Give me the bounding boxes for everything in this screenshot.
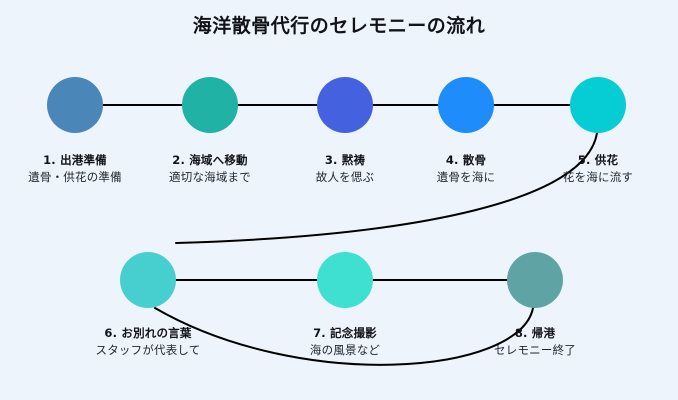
node-label-group-6: 6. お別れの言葉スタッフが代表して xyxy=(95,326,201,357)
node-desc-4: 遺骨を海に xyxy=(436,169,496,184)
node-label-group-4: 4. 散骨遺骨を海に xyxy=(436,153,496,184)
node-title-5: 5. 供花 xyxy=(577,153,619,167)
node-label-group-5: 5. 供花花を海に流す xyxy=(562,153,634,184)
node-title-1: 1. 出港準備 xyxy=(43,153,107,167)
flow-node-3[interactable] xyxy=(317,77,373,133)
flow-node-5[interactable] xyxy=(570,77,626,133)
node-label-group-1: 1. 出港準備遺骨・供花の準備 xyxy=(28,153,122,184)
node-title-2: 2. 海域へ移動 xyxy=(172,153,248,167)
flow-node-4[interactable] xyxy=(438,77,494,133)
node-title-8: 8. 帰港 xyxy=(514,326,556,340)
node-title-6: 6. お別れの言葉 xyxy=(104,326,192,340)
flow-node-2[interactable] xyxy=(182,77,238,133)
node-label-group-3: 3. 黙祷故人を偲ぶ xyxy=(315,153,375,184)
page-title: 海洋散骨代行のセレモニーの流れ xyxy=(192,15,486,37)
node-desc-6: スタッフが代表して xyxy=(95,342,201,357)
connector-5-to-6 xyxy=(175,132,598,244)
flow-node-6[interactable] xyxy=(120,252,176,308)
node-title-3: 3. 黙祷 xyxy=(324,153,366,167)
node-label-group-7: 7. 記念撮影海の風景など xyxy=(309,326,381,357)
flow-node-7[interactable] xyxy=(317,252,373,308)
node-desc-7: 海の風景など xyxy=(309,342,381,357)
node-desc-8: セレモニー終了 xyxy=(494,342,576,357)
flow-node-1[interactable] xyxy=(47,77,103,133)
node-desc-5: 花を海に流す xyxy=(562,169,634,184)
flow-node-8[interactable] xyxy=(507,252,563,308)
node-title-4: 4. 散骨 xyxy=(445,153,487,167)
node-desc-2: 適切な海域まで xyxy=(169,169,251,184)
node-desc-1: 遺骨・供花の準備 xyxy=(28,169,122,184)
node-title-7: 7. 記念撮影 xyxy=(313,326,377,340)
node-desc-3: 故人を偲ぶ xyxy=(315,169,375,184)
node-label-group-8: 8. 帰港セレモニー終了 xyxy=(494,326,576,357)
node-label-group-2: 2. 海域へ移動適切な海域まで xyxy=(169,153,251,184)
